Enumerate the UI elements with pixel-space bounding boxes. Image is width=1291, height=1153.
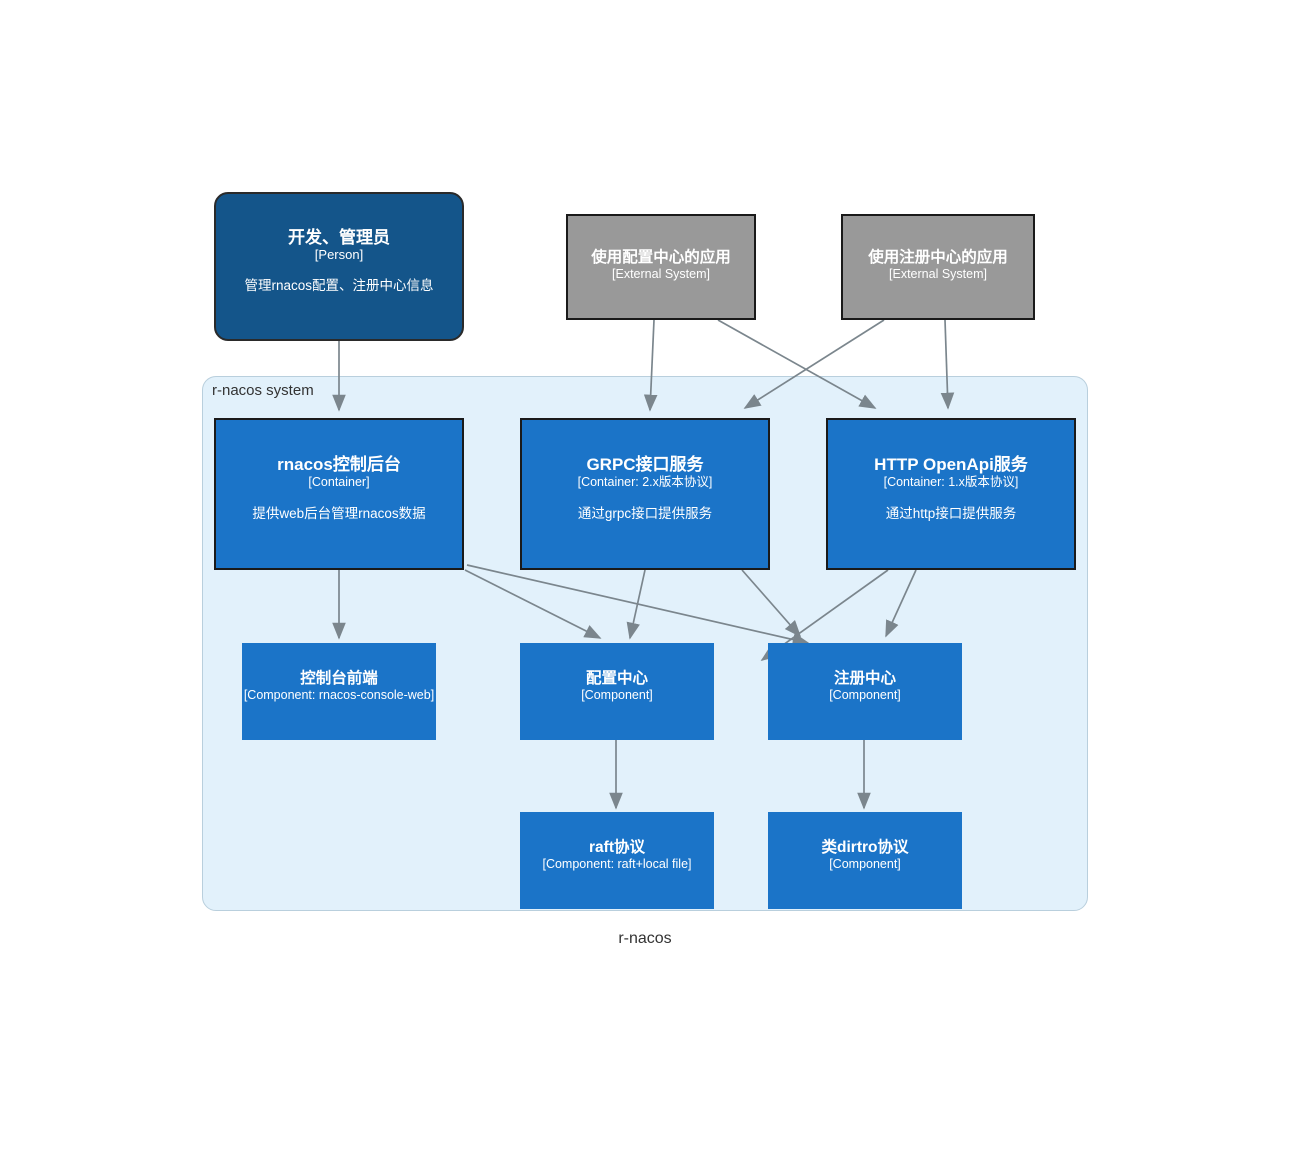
node-container-grpc-service[interactable]: GRPC接口服务 [Container: 2.x版本协议] 通过grpc接口提供… [520,418,770,570]
node-tech: [Container: 2.x版本协议] [577,474,713,489]
node-desc: 提供web后台管理rnacos数据 [252,505,426,521]
node-title: GRPC接口服务 [586,455,704,474]
node-tech: [Component] [581,687,653,702]
node-container-http-openapi-service[interactable]: HTTP OpenApi服务 [Container: 1.x版本协议] 通过ht… [826,418,1076,570]
node-title: 类dirtro协议 [821,839,909,856]
node-tech: [Container: 1.x版本协议] [883,474,1019,489]
node-tech: [Person] [314,246,364,262]
node-title: 使用配置中心的应用 [591,249,731,266]
node-tech: [Component] [829,687,901,702]
node-title: 使用注册中心的应用 [868,249,1008,266]
node-desc: 通过http接口提供服务 [885,505,1017,521]
node-title: raft协议 [589,839,645,856]
node-tech: [External System] [612,266,710,281]
node-tech: [Container] [308,474,370,489]
node-external-system-registry-center-apps[interactable]: 使用注册中心的应用 [External System] [841,214,1035,320]
diagram-caption: r-nacos [618,930,672,947]
node-component-config-center[interactable]: 配置中心 [Component] [520,643,714,740]
node-desc: 通过grpc接口提供服务 [577,505,713,521]
node-tech: [Component] [829,856,901,871]
node-component-raft-protocol[interactable]: raft协议 [Component: raft+local file] [520,812,714,909]
node-title: 开发、管理员 [288,228,390,247]
node-title: rnacos控制后台 [277,455,401,474]
node-title: 控制台前端 [300,670,378,687]
system-boundary-label: r-nacos system [212,382,314,399]
node-tech: [Component: raft+local file] [542,856,692,871]
node-container-rnacos-console-backend[interactable]: rnacos控制后台 [Container] 提供web后台管理rnacos数据 [214,418,464,570]
node-component-registry-center[interactable]: 注册中心 [Component] [768,643,962,740]
node-tech: [External System] [889,266,987,281]
node-title: 配置中心 [585,670,648,687]
node-component-distro-protocol[interactable]: 类dirtro协议 [Component] [768,812,962,909]
node-external-system-config-center-apps[interactable]: 使用配置中心的应用 [External System] [566,214,756,320]
node-person-developer-admin[interactable]: 开发、管理员 [Person] 管理rnacos配置、注册中心信息 [214,192,464,341]
node-tech: [Component: rnacos-console-web] [243,687,435,702]
node-title: 注册中心 [833,670,896,687]
node-title: HTTP OpenApi服务 [874,455,1028,474]
node-desc: 管理rnacos配置、注册中心信息 [244,278,434,294]
node-component-console-web-frontend[interactable]: 控制台前端 [Component: rnacos-console-web] [242,643,436,740]
